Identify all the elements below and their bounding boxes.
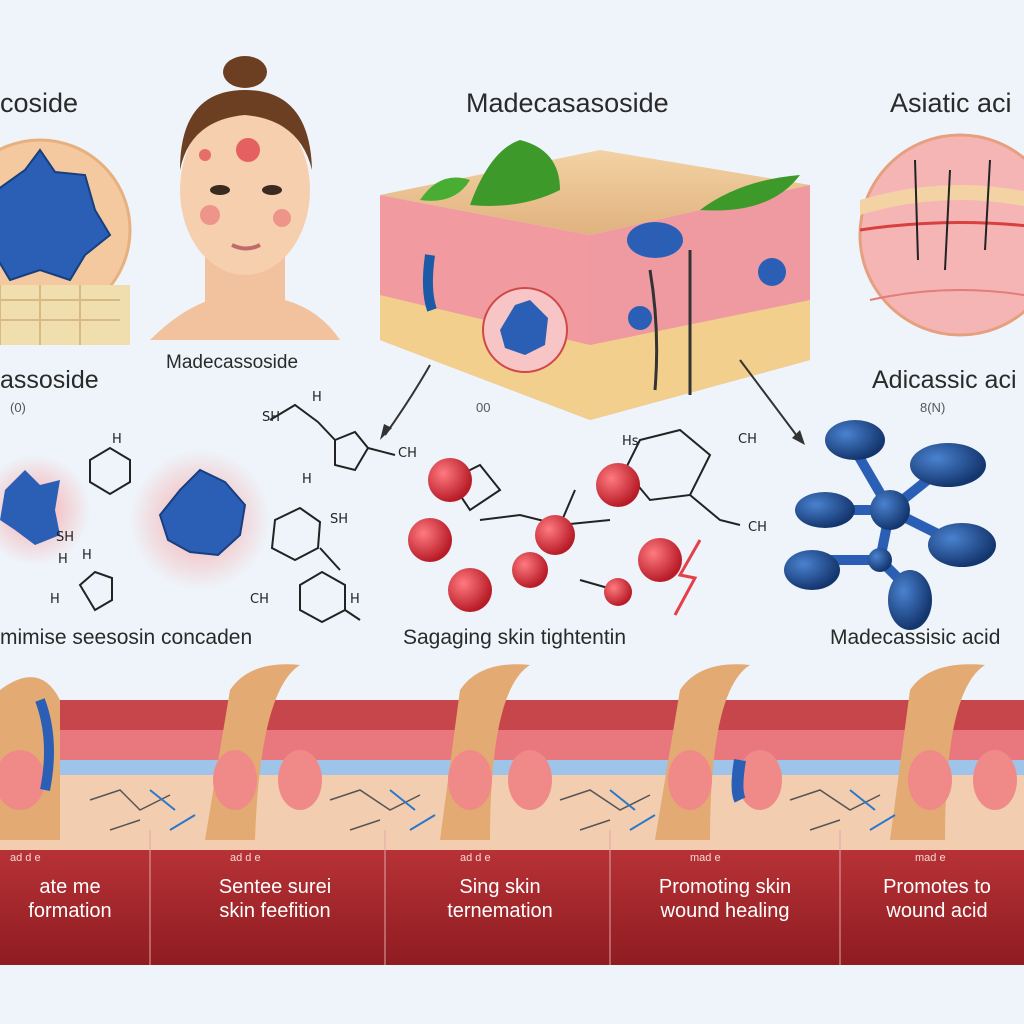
red-molecule (408, 458, 682, 612)
chem-label: CH (398, 446, 417, 461)
label-band (0, 850, 1024, 965)
left-top-title: coside (0, 88, 79, 118)
skin-block-illustration (380, 140, 810, 420)
right-mid-title: Adicassic aci (872, 366, 1017, 394)
band-item-line2: wound healing (660, 900, 790, 922)
chem-label: H (350, 592, 360, 607)
left-circle-illustration (0, 138, 132, 345)
band-item-2: Sentee surei skin feefition (175, 875, 375, 923)
chem-label: H (302, 472, 312, 487)
chem-label: H (112, 432, 122, 447)
right-circle-illustration (858, 133, 1024, 337)
left-mid-title: assoside (0, 366, 99, 394)
chem-label: SH (262, 410, 281, 425)
band-small-label: ad d e (460, 852, 491, 864)
chem-label: H (50, 592, 60, 607)
band-item-1: ate me formation (0, 875, 140, 923)
right-caption: Madecassisic acid (830, 626, 1001, 649)
chem-label: H (312, 390, 322, 405)
band-item-5: Promotes to wound acid (850, 875, 1024, 923)
band-item-line1: ate me (39, 876, 101, 898)
band-small-label: mad e (915, 852, 946, 864)
band-item-line1: Promoting skin (658, 876, 792, 898)
face-caption: Madecassoside (166, 352, 299, 373)
blue-molecule (784, 420, 996, 630)
chem-label: H (58, 552, 68, 567)
left-caption: mimise seesosin concaden (0, 626, 253, 649)
chem-label: H (82, 548, 92, 563)
band-item-line1: Sing skin (459, 876, 541, 898)
left-note: (0) (10, 400, 26, 415)
face-illustration (150, 56, 340, 340)
center-caption: Sagaging skin tightentin (403, 626, 626, 649)
band-item-line2: formation (28, 900, 112, 922)
band-item-line1: Sentee surei (218, 876, 332, 898)
right-top-title: Asiatic aci (890, 88, 1012, 118)
center-top-title: Madecasasoside (466, 88, 669, 118)
chem-label: Hs (622, 434, 639, 449)
chem-label: SH (330, 512, 349, 527)
band-item-line1: Promotes to (883, 876, 991, 898)
chem-label: CH (748, 520, 767, 535)
band-item-4: Promoting skin wound healing (620, 875, 830, 923)
band-small-label: mad e (690, 852, 721, 864)
band-item-line2: ternemation (447, 900, 553, 922)
right-note: 8(N) (920, 400, 946, 415)
band-item-3: Sing skin ternemation (400, 875, 600, 923)
band-small-label: ad d e (230, 852, 261, 864)
band-item-line2: wound acid (886, 900, 988, 922)
band-item-line2: skin feefition (219, 900, 331, 922)
chem-label: SH (56, 530, 75, 545)
skin-band-illustration (0, 664, 1024, 850)
band-small-label: ad d e (10, 852, 41, 864)
chem-label: CH (738, 432, 757, 447)
chem-label: CH (250, 592, 269, 607)
center-note: 00 (476, 400, 491, 415)
